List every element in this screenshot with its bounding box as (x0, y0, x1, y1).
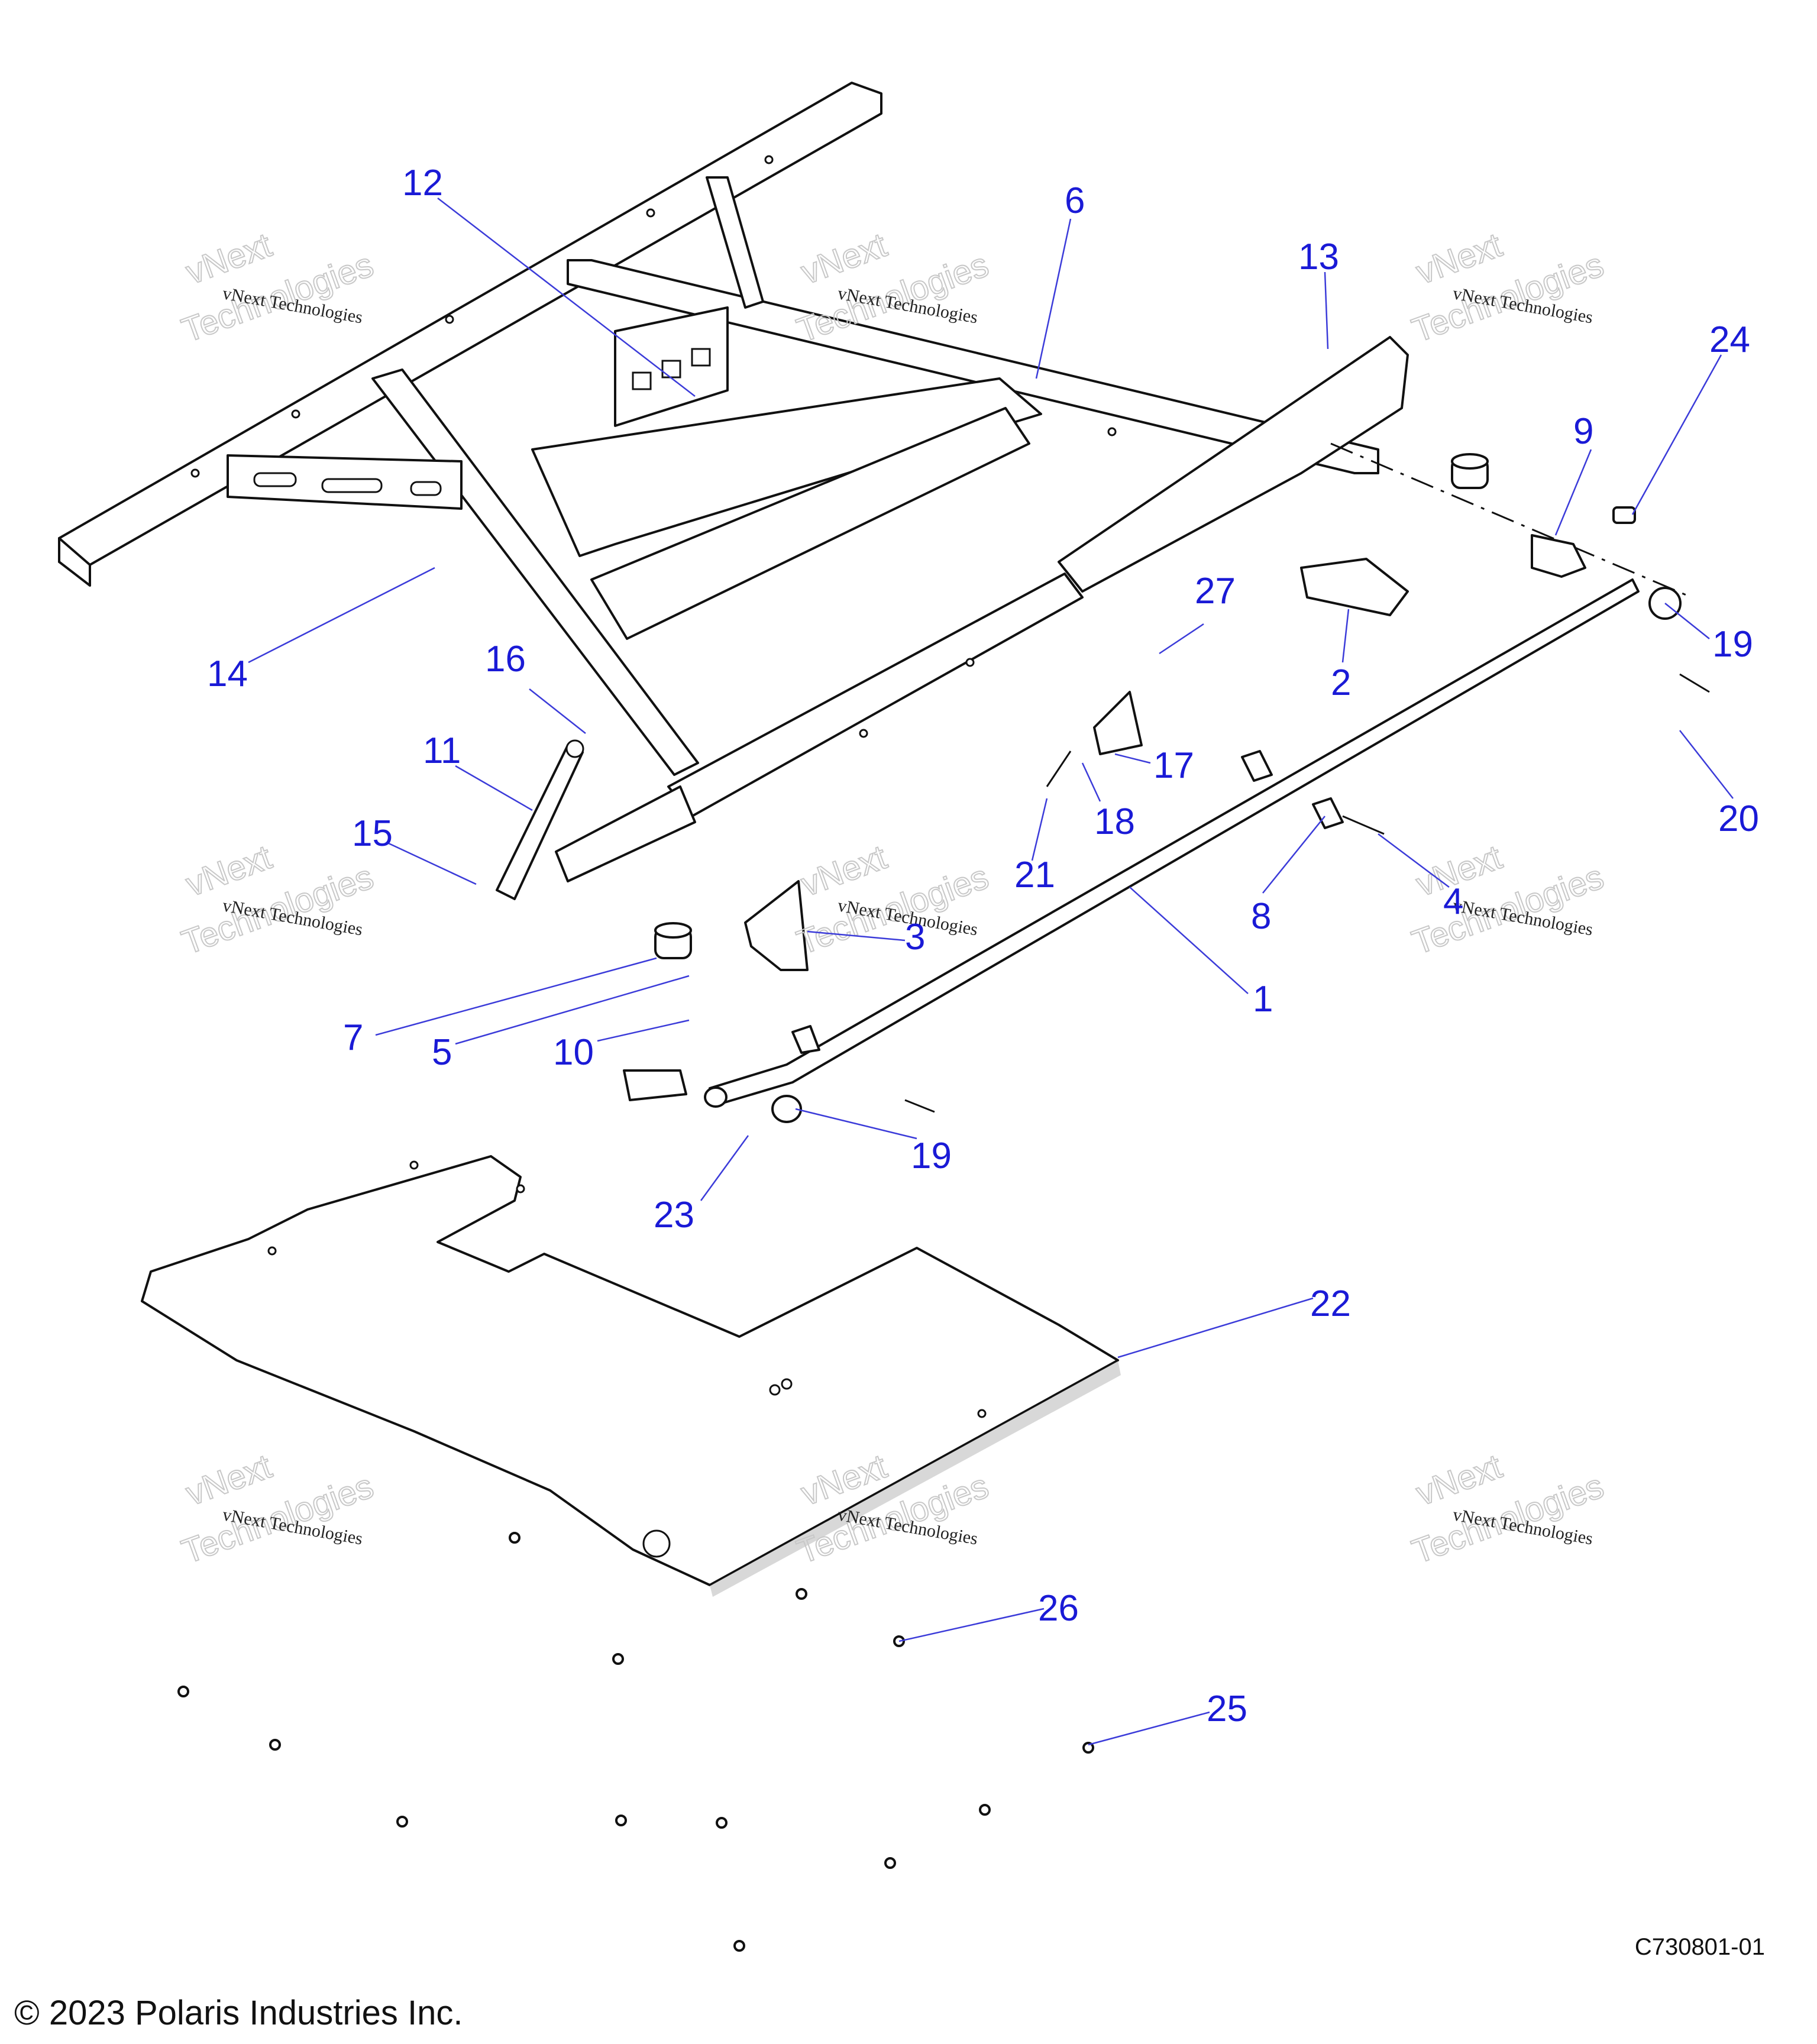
callout-7: 7 (343, 1017, 363, 1058)
watermark-9: vNext Technologies vNext Technologies (1407, 1447, 1609, 1572)
callout-19-lower: 19 (911, 1136, 952, 1176)
frame-assembly (58, 82, 1692, 882)
watermark-1: vNext Technologies vNext Technologies (176, 225, 379, 351)
svg-text:vNext: vNext (796, 838, 892, 904)
callout-4: 4 (1443, 881, 1463, 922)
callout-25: 25 (1207, 1689, 1247, 1729)
torsion-bar (704, 578, 1640, 1108)
fasteners (177, 1532, 1094, 1952)
svg-text:vNext: vNext (1411, 226, 1507, 292)
leader-lines (248, 198, 1734, 1746)
copyright-notice: © 2023 Polaris Industries Inc. (14, 1994, 463, 2032)
drawing-code: C730801-01 (1634, 1934, 1765, 1960)
svg-text:vNext: vNext (181, 1447, 277, 1513)
svg-text:vNext: vNext (1411, 1447, 1507, 1513)
hardware-parts (177, 453, 1710, 1952)
callout-2: 2 (1331, 662, 1351, 703)
callout-10: 10 (553, 1032, 594, 1073)
callout-14: 14 (207, 654, 248, 694)
callout-17: 17 (1153, 745, 1194, 786)
callout-1: 1 (1253, 979, 1273, 1020)
callout-27: 27 (1195, 571, 1236, 612)
svg-text:vNext: vNext (796, 226, 892, 292)
callout-12: 12 (402, 163, 443, 203)
watermark-7: vNext Technologies vNext Technologies (176, 1447, 379, 1572)
callout-26: 26 (1038, 1588, 1079, 1629)
callout-18: 18 (1094, 801, 1135, 842)
watermark-5: vNext Technologies vNext Technologies (791, 837, 994, 963)
callout-21: 21 (1014, 855, 1055, 895)
callout-3: 3 (905, 917, 925, 958)
callout-20: 20 (1718, 798, 1759, 839)
watermark-2: vNext Technologies vNext Technologies (791, 225, 994, 351)
callout-16: 16 (485, 639, 526, 680)
callout-19-upper: 19 (1712, 624, 1753, 665)
callout-23: 23 (654, 1195, 694, 1236)
callout-24: 24 (1709, 319, 1750, 360)
svg-text:vNext: vNext (181, 226, 277, 292)
callout-labels: 1 2 3 4 5 6 7 8 9 10 11 12 13 14 15 16 1… (207, 163, 1759, 1729)
svg-text:vNext: vNext (181, 838, 277, 904)
watermark-6: vNext Technologies vNext Technologies (1407, 837, 1609, 963)
callout-22: 22 (1310, 1283, 1351, 1324)
watermark-4: vNext Technologies vNext Technologies (176, 837, 379, 963)
skid-plate (141, 1155, 1121, 1597)
callout-8: 8 (1251, 896, 1271, 937)
callout-6: 6 (1065, 180, 1085, 221)
watermark-3: vNext Technologies vNext Technologies (1407, 225, 1609, 351)
callout-15: 15 (352, 813, 393, 854)
callout-5: 5 (432, 1032, 452, 1073)
callout-11: 11 (423, 730, 461, 771)
callout-9: 9 (1573, 411, 1593, 452)
callout-13: 13 (1298, 237, 1339, 277)
